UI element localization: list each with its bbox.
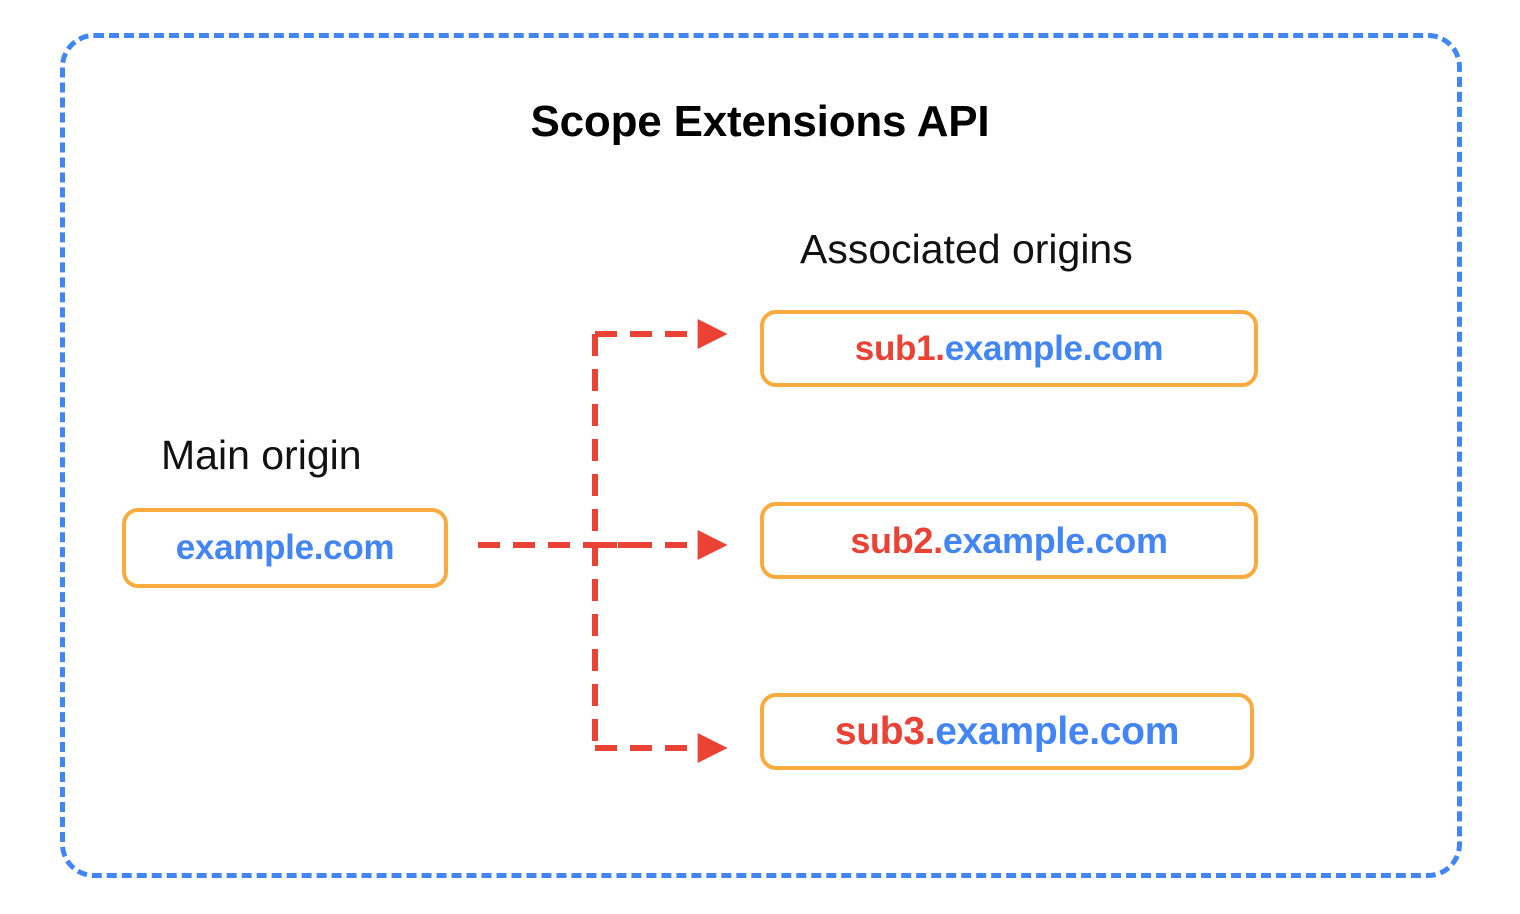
origin-box-sub3[interactable]: sub3.example.com (760, 693, 1254, 770)
origin-box-sub1[interactable]: sub1.example.com (760, 310, 1258, 387)
origin-text-sub3: sub3.example.com (834, 709, 1180, 754)
origin-domain-sub3: example.com (935, 709, 1180, 753)
origin-domain-sub2: example.com (942, 519, 1168, 561)
origin-domain-main: example.com (175, 528, 395, 567)
origin-subdomain-sub2: sub2. (850, 519, 943, 561)
page-title: Scope Extensions API (530, 97, 990, 146)
main-origin-label: Main origin (161, 432, 362, 478)
origin-text-sub1: sub1.example.com (854, 328, 1164, 369)
associated-origins-label: Associated origins (800, 226, 1133, 272)
origin-text-sub2: sub2.example.com (850, 519, 1168, 562)
origin-subdomain-sub3: sub3. (834, 709, 936, 753)
origin-box-sub2[interactable]: sub2.example.com (760, 502, 1258, 579)
scope-extensions-frame (60, 33, 1462, 878)
origin-domain-sub1: example.com (944, 328, 1164, 368)
origin-text-main: example.com (175, 528, 395, 568)
origin-subdomain-sub1: sub1. (854, 328, 945, 368)
origin-box-main[interactable]: example.com (122, 508, 448, 588)
